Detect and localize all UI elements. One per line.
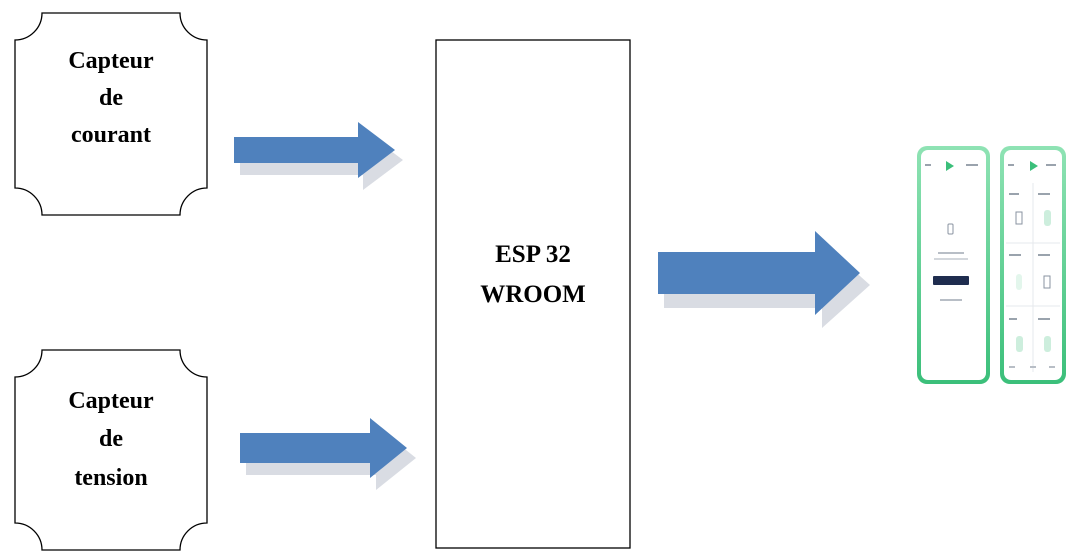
text-line (940, 299, 962, 301)
esp32-frame (435, 39, 631, 549)
mobile-app-illustration (917, 146, 1066, 384)
current-sensor-label-line-2: de (99, 85, 123, 111)
voltage-sensor-block: Capteur de tension (14, 349, 208, 551)
status-bar-line (1046, 164, 1056, 166)
gauge-icon (1043, 275, 1051, 289)
status-bar-line (925, 164, 931, 166)
tile-caption (1038, 193, 1050, 195)
arrow-voltage-to-esp32 (240, 418, 416, 490)
tab-bar-line (1030, 366, 1036, 368)
arrow-current-to-esp32 (234, 122, 403, 190)
tile-caption (1038, 318, 1050, 320)
status-bar-line (966, 164, 978, 166)
arrow-body (240, 418, 407, 478)
play-icon (1030, 161, 1038, 171)
text-line (938, 252, 964, 254)
phone-screen (921, 150, 986, 380)
current-sensor-frame (14, 12, 208, 216)
tile-caption (1009, 318, 1017, 320)
arrow-body (658, 231, 860, 315)
arrow-esp32-to-app (658, 231, 870, 328)
gauge-icon (1044, 336, 1051, 352)
esp32-block: ESP 32 WROOM (435, 39, 631, 549)
esp32-label-line-2: WROOM (480, 281, 586, 308)
phone-left (917, 146, 990, 384)
device-icon (947, 223, 954, 235)
voltage-sensor-label-line-1: Capteur (68, 388, 154, 414)
tile-caption (1038, 254, 1050, 256)
arrow-body (234, 122, 395, 178)
text-line (934, 258, 968, 260)
tile-caption (1009, 193, 1019, 195)
gauge-icon (1016, 274, 1022, 290)
voltage-sensor-label-line-2: de (99, 426, 123, 452)
voltage-sensor-frame (14, 349, 208, 551)
current-sensor-block: Capteur de courant (14, 12, 208, 216)
current-sensor-label-line-1: Capteur (68, 48, 154, 74)
status-bar-line (1008, 164, 1014, 166)
play-icon (946, 161, 954, 171)
gauge-icon (1016, 336, 1023, 352)
esp32-label-line-1: ESP 32 (495, 241, 571, 268)
phone-right (1000, 146, 1066, 384)
gauge-icon (1044, 210, 1051, 226)
tab-bar-line (1049, 366, 1055, 368)
tile-caption (1009, 254, 1021, 256)
voltage-sensor-label-line-3: tension (74, 465, 147, 491)
connect-button-graphic (933, 276, 969, 285)
current-sensor-label-line-3: courant (71, 122, 151, 148)
gauge-icon (1015, 211, 1023, 225)
tab-bar-line (1009, 366, 1015, 368)
